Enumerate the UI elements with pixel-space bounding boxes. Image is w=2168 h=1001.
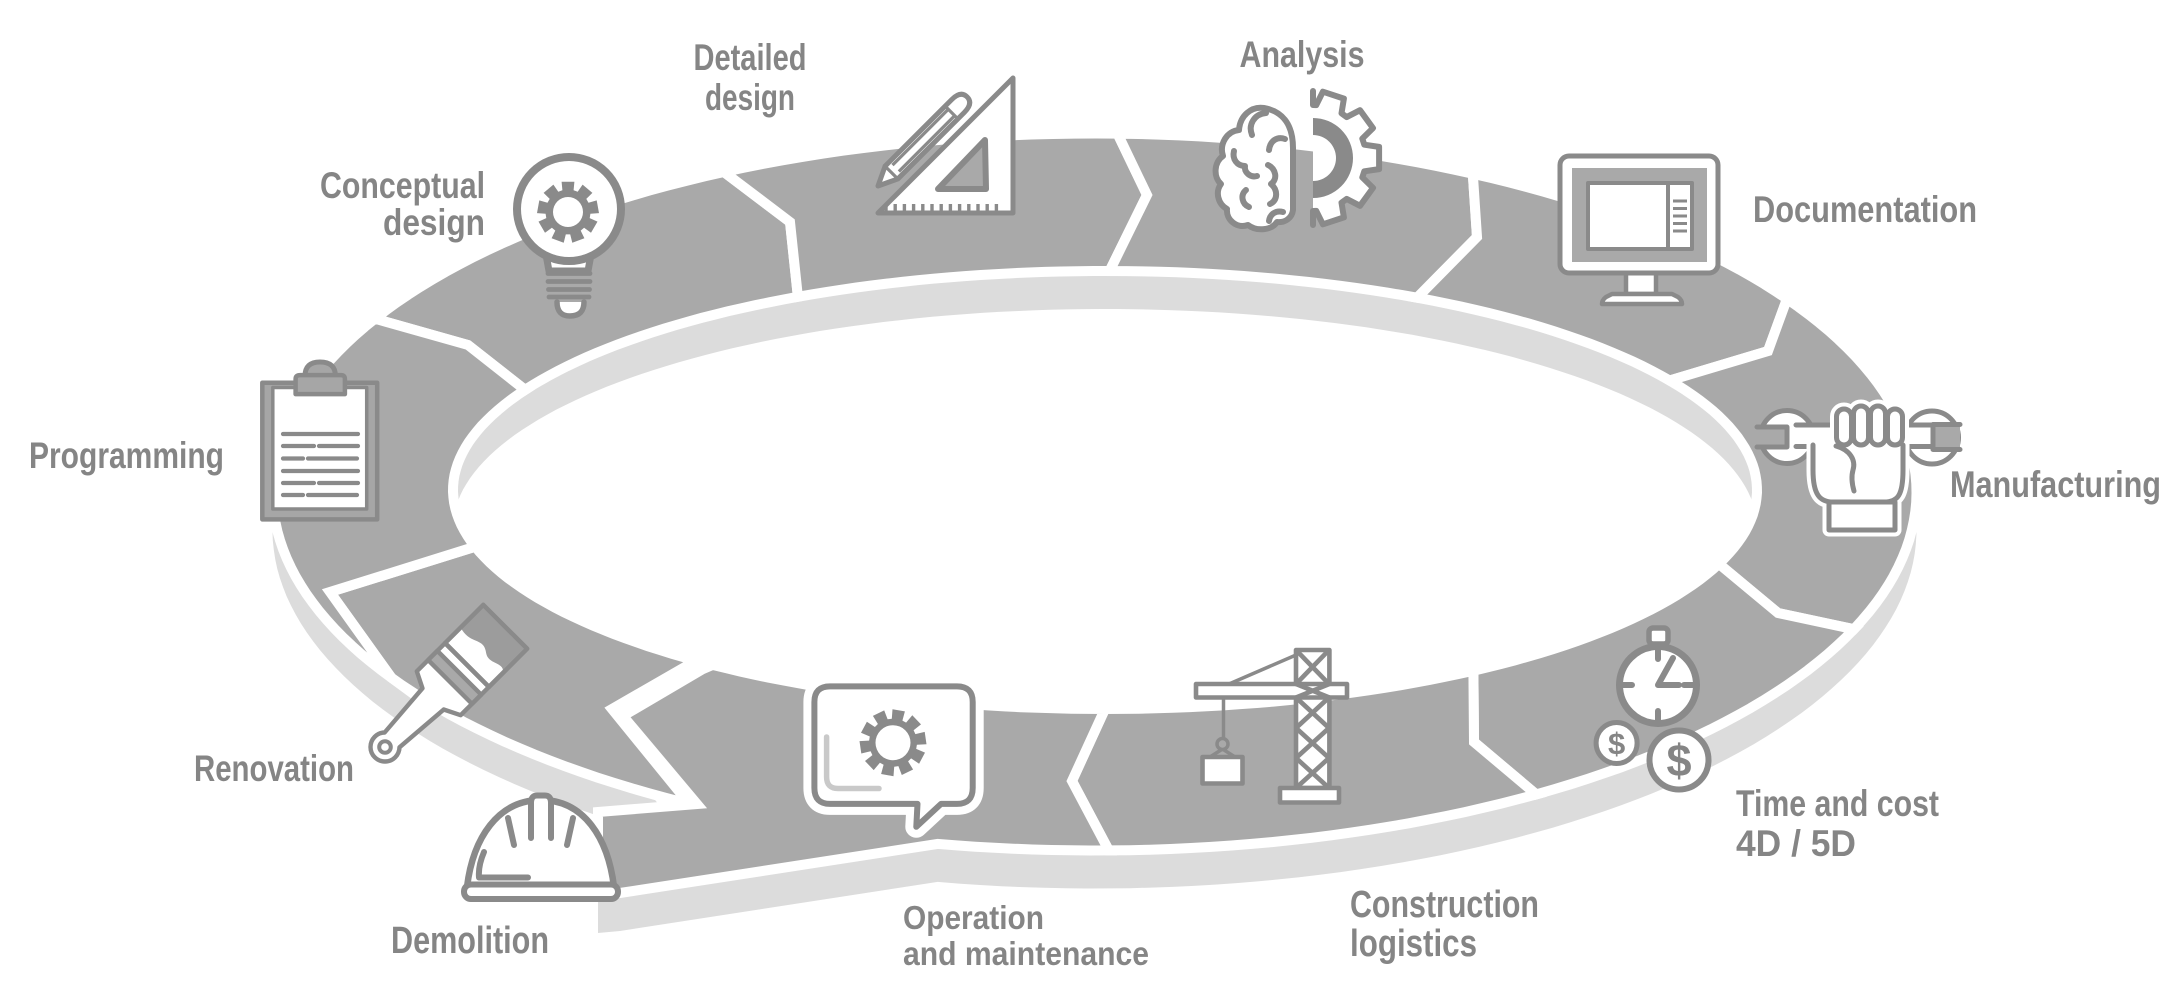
svg-text:and maintenance: and maintenance	[903, 935, 1149, 972]
svg-text:$: $	[1608, 726, 1625, 761]
svg-text:4D / 5D: 4D / 5D	[1736, 823, 1856, 864]
svg-text:$: $	[1666, 735, 1691, 786]
svg-text:Documentation: Documentation	[1753, 189, 1977, 230]
svg-text:Programming: Programming	[29, 435, 224, 476]
svg-text:Detailed: Detailed	[694, 37, 807, 78]
svg-text:Manufacturing: Manufacturing	[1950, 464, 2161, 505]
svg-text:Analysis: Analysis	[1240, 34, 1365, 75]
svg-text:Conceptual: Conceptual	[320, 165, 485, 206]
svg-text:Time and cost: Time and cost	[1736, 783, 1939, 824]
svg-text:logistics: logistics	[1350, 923, 1477, 965]
svg-text:Renovation: Renovation	[194, 748, 354, 789]
svg-text:design: design	[705, 77, 795, 118]
svg-text:Operation: Operation	[903, 899, 1044, 936]
svg-text:design: design	[383, 202, 485, 243]
svg-text:Demolition: Demolition	[391, 920, 549, 962]
svg-text:Construction: Construction	[1350, 884, 1539, 926]
